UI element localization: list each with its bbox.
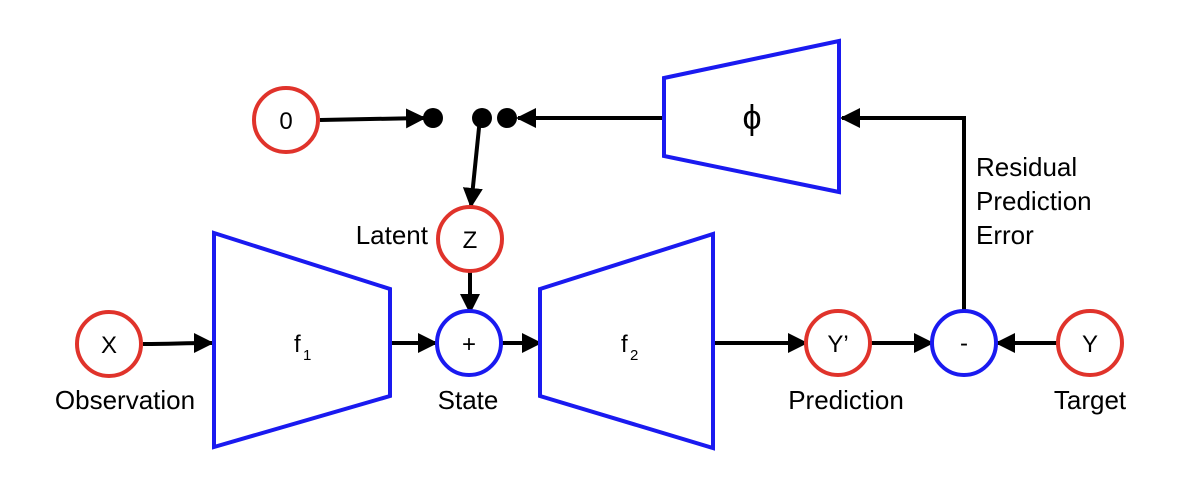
residual-caption-line3: Error bbox=[976, 220, 1034, 250]
residual-caption-line1: Residual bbox=[976, 152, 1077, 182]
y-pred-node bbox=[804, 309, 872, 377]
latent-caption: Latent bbox=[356, 220, 429, 250]
zero-node bbox=[252, 86, 320, 154]
observation-caption: Observation bbox=[55, 385, 195, 415]
y-node bbox=[1056, 309, 1124, 377]
diff-node-label: - bbox=[960, 330, 968, 357]
z-node-label: Z bbox=[463, 227, 478, 254]
phi-label: ϕ bbox=[742, 99, 761, 137]
phi-block bbox=[662, 38, 841, 195]
arrow-zero-to-dots bbox=[319, 108, 426, 129]
state-caption: State bbox=[438, 385, 499, 415]
f2-label-sub: 2 bbox=[630, 347, 638, 364]
operator-nodes bbox=[435, 309, 998, 377]
arrow-diff-to-phi bbox=[840, 108, 966, 312]
y-node-label: Y bbox=[1082, 331, 1098, 358]
f2-block bbox=[538, 231, 715, 451]
z-node bbox=[436, 205, 504, 273]
f1-label: f bbox=[294, 331, 301, 358]
dot-3 bbox=[497, 108, 517, 128]
variable-nodes bbox=[75, 86, 1124, 378]
f2-label-main: f bbox=[621, 331, 628, 358]
sum-node-label: + bbox=[462, 331, 476, 358]
f1-label-main: f bbox=[294, 331, 301, 358]
sequence-dots bbox=[423, 108, 517, 128]
zero-node-label: 0 bbox=[279, 108, 292, 135]
y-pred-node-label: Y’ bbox=[827, 331, 848, 358]
function-blocks bbox=[212, 38, 841, 451]
f1-block bbox=[212, 230, 392, 450]
target-caption: Target bbox=[1054, 385, 1127, 415]
arrow-dots-to-z bbox=[462, 117, 483, 208]
f2-label: f bbox=[621, 331, 628, 358]
prediction-caption: Prediction bbox=[788, 385, 904, 415]
arrow-x-to-f1 bbox=[142, 333, 214, 354]
sum-node bbox=[435, 309, 503, 377]
residual-caption-line2: Prediction bbox=[976, 186, 1092, 216]
dot-1 bbox=[423, 108, 443, 128]
x-node bbox=[75, 310, 143, 378]
x-node-label: X bbox=[101, 332, 117, 359]
connectors bbox=[142, 108, 1057, 354]
diff-node bbox=[930, 309, 998, 377]
dot-2 bbox=[472, 108, 492, 128]
f1-label-sub: 1 bbox=[303, 347, 311, 364]
